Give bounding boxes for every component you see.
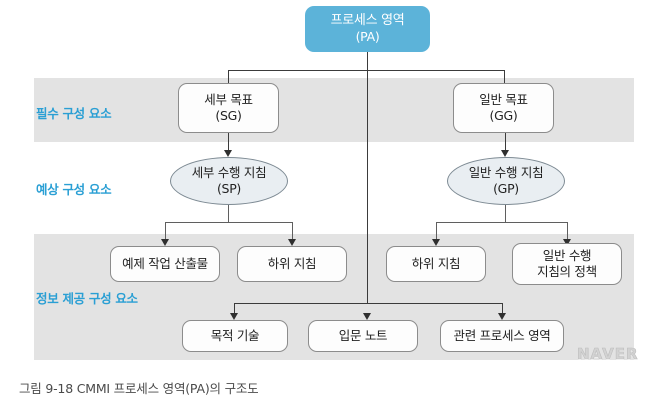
arrowhead-gp-to-subpractice	[431, 239, 440, 246]
node-specific-practice[interactable]: 세부 수행 지침 (SP)	[170, 157, 288, 205]
node-generic-practice-line1: 일반 수행 지침	[468, 165, 544, 181]
node-purpose-statement-label: 목적 기술	[210, 328, 260, 344]
band-label-expected-components: 예상 구성 요소	[36, 182, 112, 197]
edge-informative-to-purpose	[234, 303, 235, 316]
edge-sp-split-bar	[165, 222, 292, 223]
edge-pa-to-sg	[228, 70, 229, 83]
naver-watermark: NAVER	[577, 345, 639, 364]
edge-gp-stem	[505, 205, 506, 222]
node-generic-practice[interactable]: 일반 수행 지침 (GP)	[447, 157, 565, 205]
node-generic-practice-line2: (GP)	[493, 181, 519, 196]
node-subpractice-generic[interactable]: 하위 지침	[386, 246, 486, 282]
figure-caption: 그림 9-18 CMMI 프로세스 영역(PA)의 구조도	[19, 381, 259, 396]
node-related-process-areas-label: 관련 프로세스 영역	[453, 328, 551, 344]
edge-informative-split-bar	[234, 303, 502, 304]
band-label-required-components: 필수 구성 요소	[36, 106, 112, 121]
edge-sp-to-subpractice	[292, 222, 293, 242]
node-subpractice-specific-label: 하위 지침	[267, 256, 317, 272]
node-specific-practice-line2: (SP)	[216, 181, 242, 196]
node-introductory-notes-label: 입문 노트	[338, 328, 388, 344]
node-process-area-line1: 프로세스 영역	[330, 13, 405, 29]
node-generic-practice-policy-line1: 일반 수행	[542, 248, 592, 264]
node-process-area-line2: (PA)	[355, 29, 380, 45]
edge-gp-split-bar	[436, 222, 568, 223]
edge-pa-to-informative	[367, 70, 368, 303]
band-label-informative-components: 정보 제공 구성 요소	[36, 291, 138, 306]
node-purpose-statement[interactable]: 목적 기술	[182, 320, 288, 352]
arrowhead-sp-to-subpractice	[287, 239, 296, 246]
node-specific-goal-line2: (SG)	[215, 108, 242, 123]
node-specific-practice-line1: 세부 수행 지침	[191, 165, 267, 181]
node-introductory-notes[interactable]: 입문 노트	[308, 320, 418, 352]
arrowhead-gg-to-gp	[500, 150, 509, 157]
arrowhead-gp-to-policy	[562, 239, 571, 246]
node-generic-goal-line2: (GG)	[489, 108, 518, 123]
edge-pa-stem	[367, 52, 368, 70]
arrowhead-sg-to-sp	[223, 150, 232, 157]
node-specific-goal-line1: 세부 목표	[204, 92, 253, 108]
edge-gp-to-subpractice	[436, 222, 437, 242]
edge-pa-split-bar	[228, 70, 505, 71]
node-related-process-areas[interactable]: 관련 프로세스 영역	[440, 320, 564, 352]
node-example-work-product-label: 예제 작업 산출물	[122, 256, 208, 272]
edge-sp-stem	[228, 205, 229, 222]
node-generic-practice-policy[interactable]: 일반 수행 지침의 정책	[512, 243, 622, 285]
edge-sg-to-sp	[228, 133, 229, 152]
node-subpractice-generic-label: 하위 지침	[411, 256, 461, 272]
arrowhead-informative-to-related-pa	[497, 313, 506, 320]
edge-informative-to-related-pa	[502, 303, 503, 316]
edge-sp-to-work-product	[165, 222, 166, 242]
node-generic-practice-policy-line2: 지침의 정책	[537, 264, 597, 279]
node-example-work-product[interactable]: 예제 작업 산출물	[110, 246, 220, 282]
node-generic-goal[interactable]: 일반 목표 (GG)	[453, 83, 554, 133]
edge-pa-to-gg	[504, 70, 505, 83]
arrowhead-informative-to-intro-notes	[362, 313, 371, 320]
node-subpractice-specific[interactable]: 하위 지침	[237, 246, 347, 282]
edge-gg-to-gp	[505, 133, 506, 152]
edge-gp-to-policy	[567, 222, 568, 242]
arrowhead-informative-to-purpose	[229, 313, 238, 320]
node-process-area[interactable]: 프로세스 영역 (PA)	[305, 6, 430, 52]
node-specific-goal[interactable]: 세부 목표 (SG)	[178, 83, 279, 133]
arrowhead-sp-to-work-product	[160, 239, 169, 246]
node-generic-goal-line1: 일반 목표	[479, 92, 528, 108]
